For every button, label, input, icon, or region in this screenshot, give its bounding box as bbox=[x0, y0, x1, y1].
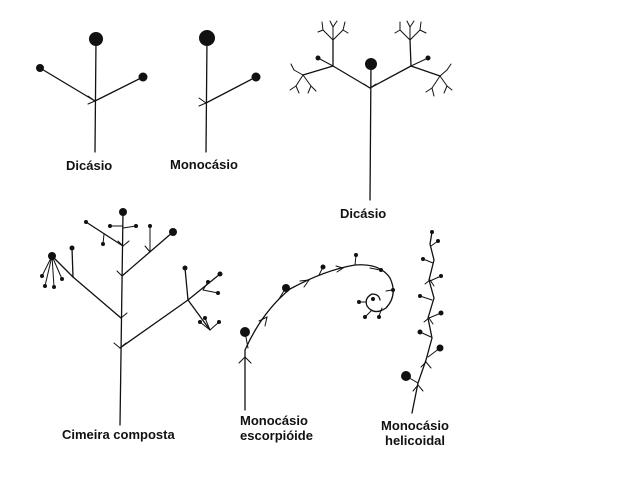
label-monocasio-helicoidal: Monocásio helicoidal bbox=[378, 418, 452, 448]
monocasio-helicoidal-figure bbox=[401, 230, 444, 414]
dicasio-simple-figure bbox=[36, 32, 148, 153]
label-dicasio-compound: Dicásio bbox=[340, 206, 387, 221]
label-monocasio-simple: Monocásio bbox=[170, 157, 238, 172]
label-monocasio-escorpioide-line1: Monocásio bbox=[240, 413, 308, 428]
cimeira-composta-figure bbox=[40, 208, 223, 426]
monocasio-escorpioide-figure bbox=[238, 253, 395, 411]
label-monocasio-escorpioide-line2: escorpióide bbox=[240, 428, 313, 443]
monocasio-simple-figure bbox=[198, 30, 261, 153]
label-monocasio-helicoidal-line1: Monocásio bbox=[381, 418, 449, 433]
label-cimeira-composta: Cimeira composta bbox=[62, 427, 175, 442]
label-monocasio-helicoidal-line2: helicoidal bbox=[385, 433, 445, 448]
label-dicasio-simple: Dicásio bbox=[66, 158, 113, 173]
label-monocasio-escorpioide: Monocásio escorpióide bbox=[240, 413, 313, 443]
dicasio-compound-figure bbox=[289, 20, 453, 201]
